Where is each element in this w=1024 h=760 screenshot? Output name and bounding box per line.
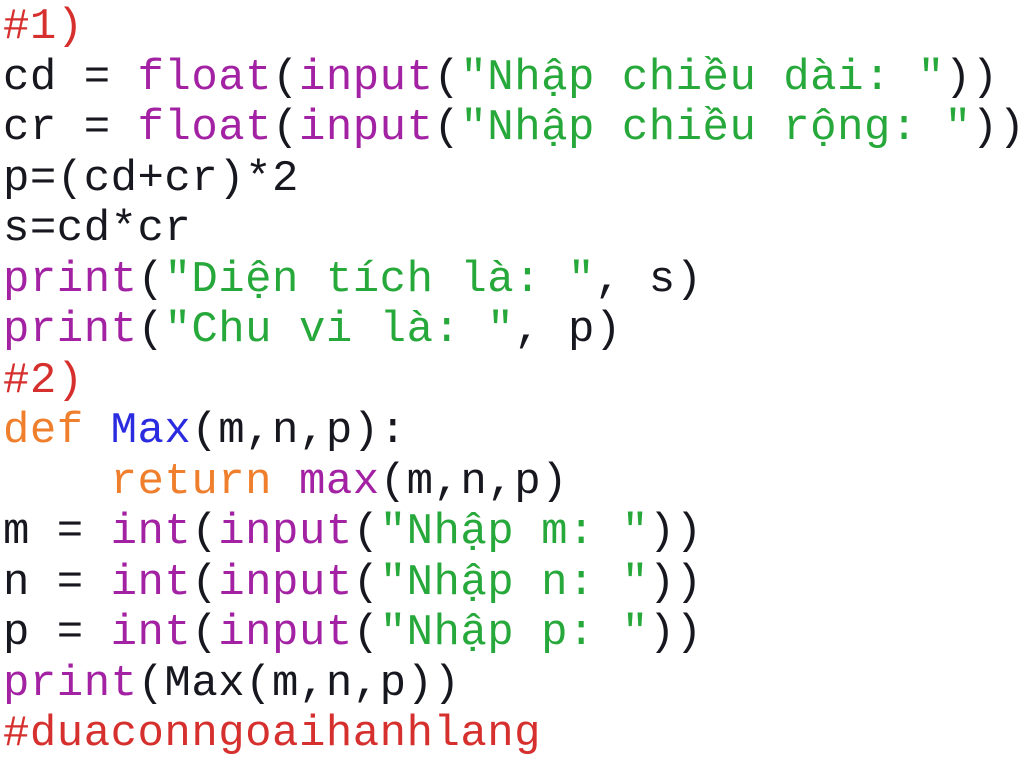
code-token-builtin: input [298,52,434,103]
code-token-plain [272,457,299,507]
code-token-plain: (m,n,p) [379,456,569,507]
code-line: cr = float(input("Nhập chiều rộng: ")) [3,103,1024,154]
code-line: print("Chu vi là: ", p) [3,305,1024,356]
code-token-builtin: input [298,103,434,153]
code-line: print("Diện tích là: ", s) [3,255,1024,306]
code-token-comment: #duaconngoaihanhlang [3,709,542,759]
code-token-plain: s=cd*cr [3,204,192,254]
code-token-plain: ( [433,103,461,153]
code-token-plain: cr = [3,103,138,153]
code-token-plain: ( [433,52,461,103]
code-line: def Max(m,n,p): [3,406,1024,457]
code-token-plain: ( [272,103,299,153]
code-token-definition: Max [110,406,192,456]
code-line: cd = float(input("Nhập chiều dài: ")) [3,53,1024,104]
code-token-plain: )) [944,52,999,103]
code-token-plain: ( [352,507,380,557]
code-token-plain: ( [352,557,380,608]
code-token-string: "Nhập chiều rộng: " [460,103,972,153]
code-token-comment: #2) [3,355,84,406]
code-token-string: "Nhập p: " [379,608,649,658]
code-token-plain: )) [971,103,1024,153]
code-token-builtin: print [3,658,138,709]
code-line: s=cd*cr [3,204,1024,255]
code-line: #1) [3,2,1024,53]
code-line: #duaconngoaihanhlang [3,709,1024,760]
code-token-builtin: max [298,456,380,507]
code-token-builtin: input [218,557,353,608]
code-token-plain: cd = [3,52,138,103]
code-line: #2) [3,356,1024,407]
code-token-plain: n = [3,557,111,608]
code-token-builtin: input [218,507,353,557]
code-token-plain [3,457,111,507]
code-token-keyword: return [110,456,273,507]
code-token-builtin: int [110,507,192,557]
code-token-plain: , p) [514,305,622,355]
code-token-plain: )) [648,608,703,658]
code-token-plain: (m,n,p): [191,406,407,456]
code-token-builtin: print [3,254,138,305]
code-token-plain: ( [191,557,219,608]
code-token-plain: )) [648,507,703,557]
code-token-plain: ( [352,608,380,658]
code-line: m = int(input("Nhập m: ")) [3,507,1024,558]
code-token-builtin: float [137,103,273,153]
code-token-string: "Diện tích là: " [164,254,595,305]
code-token-builtin: float [137,52,273,103]
code-token-plain: p = [3,608,111,658]
code-token-plain: )) [648,557,703,608]
code-token-string: "Nhập n: " [379,557,649,608]
code-token-plain: ( [191,608,219,658]
code-token-string: "Nhập chiều dài: " [460,52,945,103]
code-token-string: "Chu vi là: " [164,305,515,355]
code-token-plain: ( [137,254,165,305]
code-token-plain: p=(cd+cr)*2 [3,153,299,204]
code-token-plain: ( [272,52,299,103]
code-line: n = int(input("Nhập n: ")) [3,558,1024,609]
code-token-builtin: input [218,608,353,658]
code-line: return max(m,n,p) [3,457,1024,508]
code-line: print(Max(m,n,p)) [3,659,1024,710]
code-token-plain: , s) [594,254,703,305]
code-token-plain: (Max(m,n,p)) [137,658,461,709]
code-token-string: "Nhập m: " [379,507,649,557]
code-token-plain: ( [191,507,219,557]
code-line: p=(cd+cr)*2 [3,154,1024,205]
code-line: p = int(input("Nhập p: ")) [3,608,1024,659]
code-token-keyword: def [3,406,84,456]
code-token-builtin: print [3,305,138,355]
code-token-comment: #1) [3,2,84,52]
code-token-builtin: int [110,608,192,658]
code-token-plain: m = [3,507,111,557]
code-token-plain: ( [137,305,165,355]
code-token-plain [84,406,111,456]
code-token-builtin: int [110,557,192,608]
